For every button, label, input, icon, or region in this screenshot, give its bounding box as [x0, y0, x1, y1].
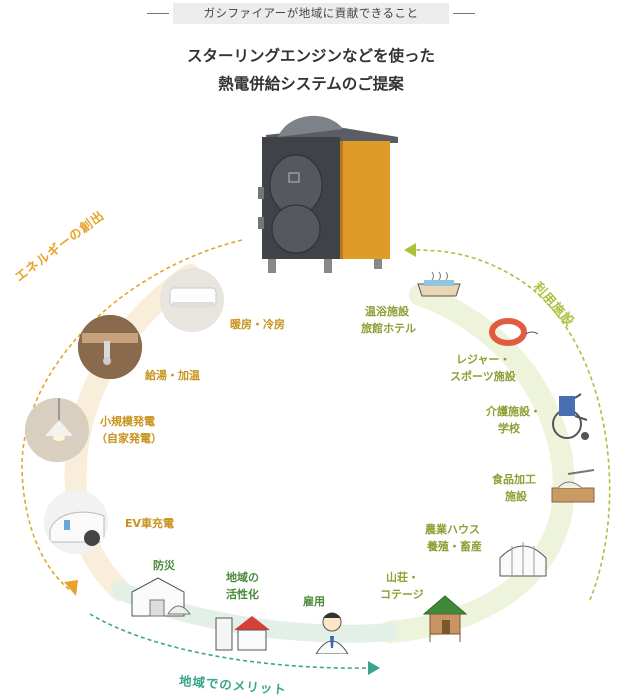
bottom-arrowhead: [368, 661, 380, 675]
agri-label-1: 農業ハウス: [425, 523, 480, 536]
page-title-line1: スターリングエンジンなどを使った: [186, 47, 435, 65]
hot-spring-label-2: 旅館ホテル: [361, 322, 416, 335]
header-badge: ガシファイアーが地域に貢献できること: [173, 3, 449, 24]
food-processing-icon: [551, 469, 595, 503]
leisure-label-1: レジャー・: [456, 353, 511, 366]
badge-left-dash: [147, 13, 169, 14]
wheelchair-icon: [552, 393, 589, 440]
leisure-label-2: スポーツ施設: [450, 370, 516, 383]
greenhouse-icon: [499, 542, 547, 577]
power-generation-photo: [25, 398, 89, 462]
life-ring-icon: [489, 318, 539, 346]
care-label-2: 学校: [498, 422, 520, 435]
disaster-shelter-icon: [131, 577, 192, 617]
air-conditioner-photo: [160, 268, 224, 332]
boiler-illustration: [258, 115, 398, 273]
right-arrowhead: [404, 243, 416, 257]
employee-icon: [315, 612, 349, 654]
left-band: [64, 264, 201, 601]
revitalization-label-1: 地域の: [226, 571, 259, 584]
employment-label: 雇用: [303, 595, 325, 608]
disaster-prevention-label: 防災: [153, 559, 175, 572]
town-icon: [215, 616, 270, 651]
page-title-line2: 熱電併給システムのご提案: [218, 75, 404, 93]
cottage-label-2: コテージ: [380, 588, 424, 601]
small-power-label-1: 小規模発電: [100, 415, 155, 428]
heating-cooling-label: 暖房・冷房: [230, 318, 285, 331]
ev-charging-photo: [44, 490, 108, 554]
food-label-1: 食品加工: [492, 473, 536, 486]
care-label-1: 介護施設・: [486, 405, 541, 418]
agri-label-2: 養殖・畜産: [427, 540, 482, 553]
small-power-label-2: （自家発電）: [96, 432, 162, 445]
badge-right-dash: [453, 13, 475, 14]
cottage-icon: [422, 595, 468, 642]
right-arrow-path: [411, 249, 611, 601]
cottage-label-1: 山荘・: [386, 571, 419, 584]
hot-spring-label-1: 温浴施設: [365, 305, 409, 318]
hot-spring-icon: [417, 271, 461, 297]
food-label-2: 施設: [505, 490, 527, 503]
hot-water-photo: [78, 315, 142, 379]
ev-charging-label: EV車充電: [125, 517, 175, 530]
hot-water-label: 給湯・加温: [145, 369, 200, 382]
bottom-arrow-path: [89, 613, 373, 669]
left-arrowhead: [64, 580, 78, 596]
revitalization-label-2: 活性化: [226, 588, 259, 601]
